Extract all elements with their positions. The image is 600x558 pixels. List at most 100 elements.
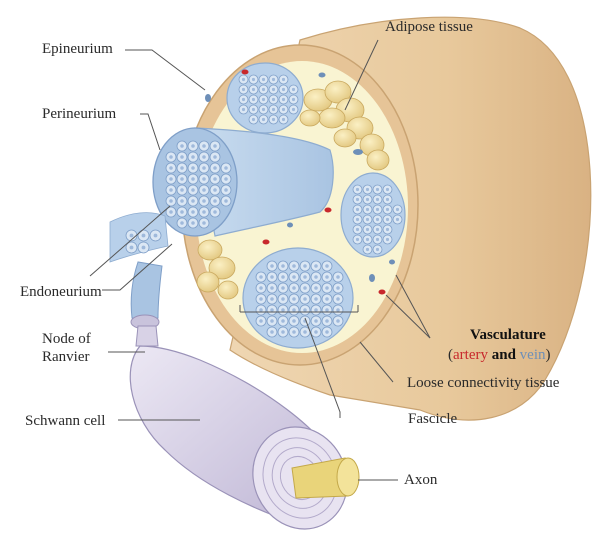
adipose-leader xyxy=(344,39,379,111)
vasc-open-paren: ( xyxy=(448,347,453,363)
nerve-fiber-core xyxy=(365,187,370,192)
label-vein: vein xyxy=(519,347,546,363)
nerve-fiber-core xyxy=(355,187,360,192)
nerve-fiber-core xyxy=(169,177,173,181)
nerve-fiber-core xyxy=(213,177,217,181)
nerve-fiber-core xyxy=(281,319,285,323)
label-fascicle: Fascicle xyxy=(408,411,458,427)
nerve-fiber-core xyxy=(241,77,246,82)
nerve-fiber-core xyxy=(202,177,206,181)
nerve-fiber-core xyxy=(241,107,246,112)
nerve-fiber-core xyxy=(375,247,380,252)
nerve-fiber-core xyxy=(169,210,173,214)
adipose-tissue-lower xyxy=(196,239,239,300)
nerve-fiber-core xyxy=(261,97,266,102)
nerve-fiber-core xyxy=(261,87,266,92)
nerve-fiber-core xyxy=(271,117,276,122)
nerve-fiber-core xyxy=(375,217,380,222)
nerve-fiber-core xyxy=(169,166,173,170)
nerve-fiber-core xyxy=(270,286,274,290)
nerve-fiber-core xyxy=(365,237,370,242)
nerve-fiber-core xyxy=(224,166,228,170)
nerve-fiber-core xyxy=(281,297,285,301)
fascicle-leader xyxy=(304,317,341,418)
nerve-fiber-core xyxy=(251,117,256,122)
nerve-fiber-core xyxy=(314,264,318,268)
nerve-fiber-core xyxy=(180,144,184,148)
nerve-fiber-core xyxy=(303,286,307,290)
nerve-fiber-core xyxy=(303,297,307,301)
epineurium-leader xyxy=(125,49,206,91)
label-epineurium: Epineurium xyxy=(42,41,113,57)
fascicle-top xyxy=(226,62,304,134)
nerve-fiber-core xyxy=(292,319,296,323)
nerve-fiber-core xyxy=(325,297,329,301)
nerve-fiber-core xyxy=(202,144,206,148)
nerve-fiber-core xyxy=(281,107,286,112)
nerve-fiber-core xyxy=(191,199,195,203)
fascicle-right xyxy=(340,172,406,258)
nerve-fiber-core xyxy=(153,233,158,238)
nerve-fiber-core xyxy=(385,237,390,242)
nerve-fiber-core xyxy=(395,207,400,212)
nerve-fiber-core xyxy=(314,297,318,301)
nerve-fiber-core xyxy=(191,210,195,214)
nerve-fiber-core xyxy=(271,87,276,92)
nerve-fiber-core xyxy=(213,210,217,214)
axon xyxy=(291,457,360,499)
nerve-fiber-core xyxy=(325,319,329,323)
label-vasculature-detail: (artery and vein) xyxy=(448,346,551,364)
nerve-fiber-core xyxy=(169,155,173,159)
nerve-fiber-core xyxy=(180,166,184,170)
nerve-fiber-core xyxy=(365,197,370,202)
nerve-fiber-core xyxy=(375,227,380,232)
label-endoneurium: Endoneurium xyxy=(20,284,102,300)
nerve-fiber-core xyxy=(180,188,184,192)
nerve-fiber-core xyxy=(261,77,266,82)
nerve-fiber-core xyxy=(180,155,184,159)
fascicle-bottom xyxy=(242,247,354,349)
nerve-fiber-core xyxy=(355,197,360,202)
label-artery: artery xyxy=(453,347,488,363)
label-node-of-ranvier-line2: Ranvier xyxy=(42,349,90,365)
nerve-fiber-core xyxy=(202,199,206,203)
nerve-fiber-core xyxy=(251,87,256,92)
nerve-fiber-core xyxy=(281,87,286,92)
nerve-fiber-core xyxy=(191,177,195,181)
nerve-fiber-core xyxy=(375,207,380,212)
nerve-fiber-core xyxy=(385,217,390,222)
nerve-fiber-core xyxy=(325,308,329,312)
vasc-close-paren: ) xyxy=(545,347,551,363)
label-axon: Axon xyxy=(404,472,438,488)
nerve-fiber-core xyxy=(213,188,217,192)
nerve-fiber-core xyxy=(292,275,296,279)
nerve-fiber-core xyxy=(259,319,263,323)
nerve-fiber-core xyxy=(129,245,134,250)
nerve-fiber-core xyxy=(202,221,206,225)
nerve-fiber-core xyxy=(202,210,206,214)
nerve-fiber-core xyxy=(141,245,146,250)
nerve-fiber-core xyxy=(251,77,256,82)
nerve-fiber-core xyxy=(180,177,184,181)
nerve-fiber-core xyxy=(281,286,285,290)
nerve-fiber-core xyxy=(292,330,296,334)
nerve-fiber-core xyxy=(191,144,195,148)
nerve-fiber-core xyxy=(270,264,274,268)
artery-leader xyxy=(385,294,431,339)
nerve-fiber-core xyxy=(213,166,217,170)
nerve-fiber-core xyxy=(281,330,285,334)
nerve-fiber-core xyxy=(281,117,286,122)
endoneurium-leader xyxy=(102,243,173,291)
nerve-fiber-core xyxy=(180,221,184,225)
nerve-fiber-core xyxy=(336,319,340,323)
endoneurium-leader-2 xyxy=(89,205,171,277)
fascicle-bracket xyxy=(239,305,359,313)
nerve-fiber-core xyxy=(271,97,276,102)
nerve-fiber-core xyxy=(314,308,318,312)
nerve-fiber-core xyxy=(336,275,340,279)
teased-fibers xyxy=(109,212,169,263)
nerve-fiber-core xyxy=(259,275,263,279)
loose-tissue-leader xyxy=(359,341,394,383)
